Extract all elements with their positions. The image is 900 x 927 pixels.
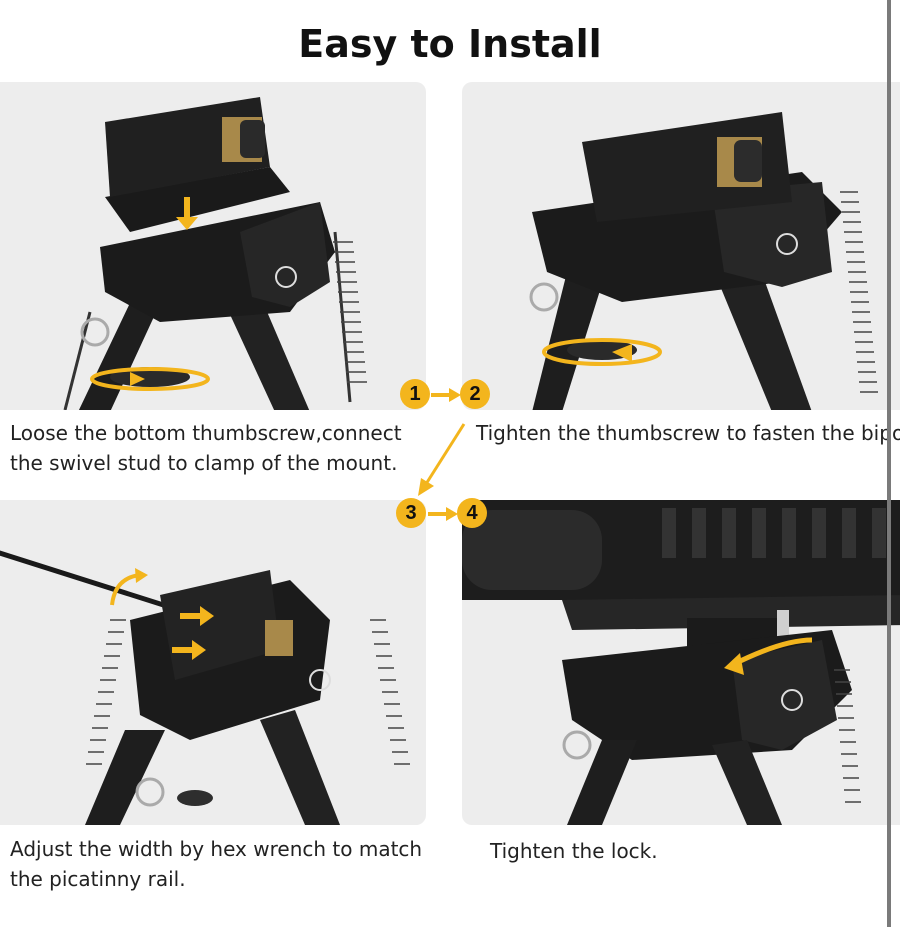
cvlife-logo-icon (275, 266, 297, 288)
step3-image (0, 500, 426, 825)
step2-caption: Tighten the thumbscrew to fasten the bip… (476, 421, 900, 445)
step1-image (0, 82, 426, 410)
cvlife-logo-icon (776, 233, 798, 255)
diagonal-arrow-icon (418, 423, 466, 496)
step3-caption: Adjust the width by hex wrench to match … (10, 837, 423, 891)
step4-image (462, 500, 900, 825)
step-badge-4: 4 (457, 498, 487, 528)
step2-image (462, 82, 900, 410)
step-badge-3: 3 (396, 498, 426, 528)
right-arrow-icon (431, 388, 461, 402)
step-badge-1: 1 (400, 379, 430, 409)
step1-caption: Loose the bottom thumbscrew,connect the … (10, 421, 402, 475)
down-arrow-icon (176, 197, 198, 230)
right-arrow-icon (172, 606, 214, 660)
right-arrow-icon (428, 507, 458, 521)
hex-wrench (0, 550, 196, 618)
cvlife-logo-icon (781, 689, 803, 711)
cvlife-logo-icon (309, 669, 331, 691)
step4-caption: Tighten the lock. (490, 839, 658, 863)
rotation-arrow-icon (110, 568, 148, 606)
step-badge-2: 2 (460, 379, 490, 409)
rotation-arrow-icon (724, 637, 813, 675)
rotation-arrow-icon (542, 338, 662, 366)
divider-line (887, 0, 891, 927)
rotation-arrow-icon (90, 367, 210, 391)
page-title: Easy to Install (298, 22, 602, 66)
